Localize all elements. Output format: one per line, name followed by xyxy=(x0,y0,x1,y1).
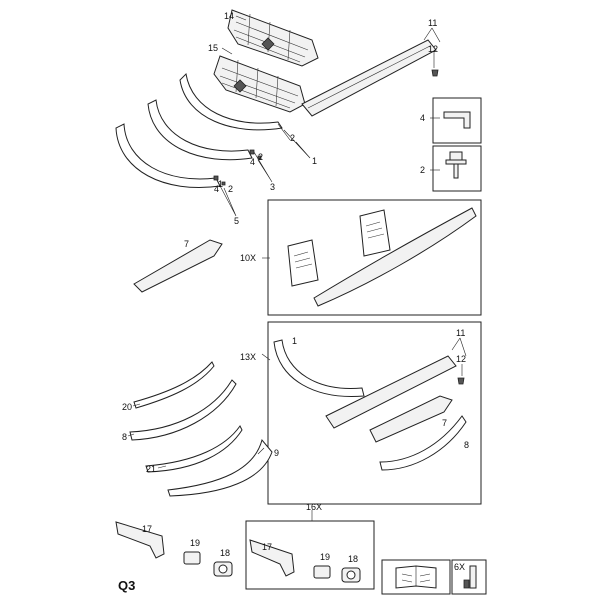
callout-6x: 6X xyxy=(454,562,465,572)
callout-11b: 11 xyxy=(456,328,465,338)
front-spoiler-lip-3 xyxy=(147,99,253,161)
callout-2a: 2 xyxy=(290,133,295,143)
bracket-part xyxy=(443,111,471,129)
callout-10x: 10X xyxy=(240,253,256,263)
callout-9: 9 xyxy=(274,448,279,458)
callout-5: 5 xyxy=(234,216,239,226)
callout-21: 21 xyxy=(146,464,156,474)
callout-13x: 13X xyxy=(240,352,256,362)
callout-12: 12 xyxy=(428,44,438,54)
callout-19b: 19 xyxy=(320,552,330,562)
instruction-sheet-1 xyxy=(287,239,319,287)
manual-box xyxy=(381,559,451,595)
accessory-box xyxy=(451,559,487,595)
callout-1b: 1 xyxy=(218,179,223,189)
callout-17a: 17 xyxy=(142,524,152,534)
callout-3: 3 xyxy=(270,182,275,192)
cap-19 xyxy=(183,551,201,565)
radiator-grille-lower xyxy=(213,55,306,113)
callout-7b: 7 xyxy=(442,418,447,428)
bodykit-box xyxy=(267,321,482,505)
callout-1a: 1 xyxy=(312,156,317,166)
radiator-grille-upper xyxy=(227,9,319,67)
bodykit-front-lip xyxy=(273,339,365,398)
callout-17b: 17 xyxy=(262,542,272,552)
clip-small-group-3 xyxy=(213,149,262,186)
detail-box-clip xyxy=(432,145,482,192)
callout-8b: 8 xyxy=(464,440,469,450)
trim-strip-8 xyxy=(129,379,237,441)
side-sill-panel xyxy=(301,39,439,117)
cap-18 xyxy=(213,561,233,577)
handle-17 xyxy=(115,521,165,559)
bodykit-rear-trim xyxy=(369,395,453,443)
rear-spoiler xyxy=(313,207,477,307)
bodykit-rear-lip xyxy=(379,415,467,471)
bodykit-sill xyxy=(325,355,465,429)
page-label: Q3 xyxy=(118,578,135,593)
callout-1c: 1 xyxy=(292,336,297,346)
callout-4b: 4 xyxy=(214,184,219,194)
kit-handle-17 xyxy=(249,539,295,577)
owner-manual-icon xyxy=(395,565,437,589)
callout-19a: 19 xyxy=(190,538,200,548)
callout-16x: 16X xyxy=(306,502,322,512)
callout-2c: 2 xyxy=(228,184,233,194)
trim-strip-20 xyxy=(133,361,215,409)
trim-strip-9 xyxy=(167,438,273,497)
callout-14: 14 xyxy=(224,11,234,21)
rear-trim-7 xyxy=(133,239,223,293)
callout-labels: 14 15 11 12 2 1 4 2 3 1 4 2 5 4 2 10X 7 … xyxy=(118,11,469,593)
callout-2-box: 2 xyxy=(420,165,425,175)
instruction-sheet-2 xyxy=(359,209,391,257)
callout-4-box: 4 xyxy=(420,113,425,123)
detail-box-bracket xyxy=(432,97,482,144)
callout-15: 15 xyxy=(208,43,218,53)
callout-12b: 12 xyxy=(456,354,466,364)
callout-8a: 8 xyxy=(122,432,127,442)
kit-cap-19 xyxy=(313,565,331,579)
callout-11: 11 xyxy=(428,18,437,28)
accessory-tools-icon xyxy=(463,565,477,589)
callout-7a: 7 xyxy=(184,239,189,249)
spoiler-kit-box xyxy=(267,199,482,316)
push-clip-part xyxy=(445,151,467,179)
handle-kit-box xyxy=(245,520,375,590)
callout-20: 20 xyxy=(122,402,132,412)
callout-2b: 2 xyxy=(258,152,263,162)
leader-lines xyxy=(127,15,467,521)
trim-strip-21 xyxy=(145,425,243,473)
callout-18a: 18 xyxy=(220,548,230,558)
front-spoiler-lip-1 xyxy=(179,72,283,131)
callout-18b: 18 xyxy=(348,554,358,564)
callout-4a: 4 xyxy=(250,157,255,167)
kit-cap-18 xyxy=(341,567,361,583)
